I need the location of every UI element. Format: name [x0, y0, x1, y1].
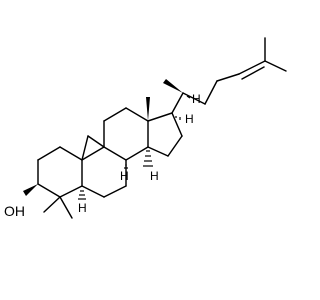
h-c5-label: H	[78, 201, 87, 215]
h-c14-label: H	[150, 169, 159, 183]
c20-methyl-wedge	[163, 79, 183, 93]
c3-hydroxyl-wedge	[23, 184, 38, 196]
c5-hashed-hydrogen	[78, 190, 86, 200]
c20-hashed-hydrogen	[186, 95, 191, 99]
ring-d	[147, 112, 183, 157]
h-c20-label: H	[192, 92, 201, 106]
h-c17-label: H	[185, 112, 194, 126]
c8-hashed-hydrogen	[124, 164, 128, 169]
c14-methyl-hashed	[143, 150, 153, 167]
hydroxyl-label: OH	[4, 203, 25, 219]
ring-c	[103, 107, 149, 161]
ring-a	[37, 146, 83, 198]
cyclopropane-ring	[81, 135, 105, 161]
c13-methyl-wedge	[146, 97, 150, 121]
cycloartenol-structure-diagram: OH H H	[4, 37, 287, 219]
h-c8-label: H	[120, 169, 129, 183]
c4-gem-dimethyl	[43, 196, 73, 219]
c17-hashed-hydrogen	[175, 116, 181, 120]
side-chain	[171, 37, 287, 114]
